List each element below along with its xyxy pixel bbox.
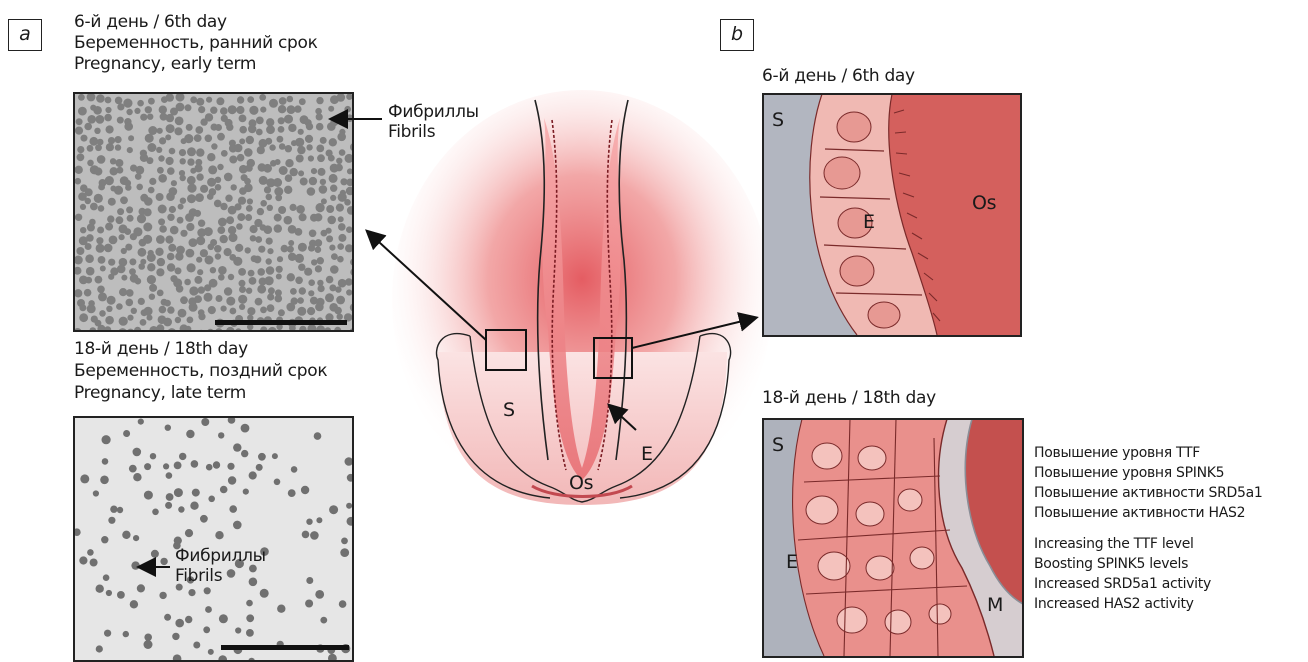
changes-en-list: Increasing the TTF level Boosting SPINK5… (1034, 534, 1211, 614)
center-label-s: S (503, 400, 515, 420)
b-early-label-s: S (772, 110, 784, 130)
change-ru-item: Повышение активности SRD5a1 (1034, 483, 1263, 503)
b-early-label-os: Os (972, 193, 996, 213)
center-label-e: E (641, 444, 653, 464)
early-epithelium-illustration (762, 93, 1022, 337)
change-en-item: Boosting SPINK5 levels (1034, 554, 1211, 574)
change-en-item: Increasing the TTF level (1034, 534, 1211, 554)
change-en-item: Increased SRD5a1 activity (1034, 574, 1211, 594)
b-early-label-e: E (863, 212, 875, 232)
fibril-dot (248, 658, 254, 662)
b-late-label-s: S (772, 435, 784, 455)
fibril-dot (218, 655, 227, 662)
b-early-day-label: 6-й день / 6th day (762, 66, 915, 86)
changes-ru-list: Повышение уровня TTF Повышение уровня SP… (1034, 443, 1263, 523)
late-epithelium-illustration (762, 418, 1024, 658)
b-late-day-label: 18-й день / 18th day (762, 388, 936, 408)
change-ru-item: Повышение активности HAS2 (1034, 503, 1263, 523)
change-ru-item: Повышение уровня SPINK5 (1034, 463, 1263, 483)
b-late-label-e: E (786, 552, 798, 572)
center-label-os: Os (569, 473, 593, 493)
panel-b-tag: b (720, 19, 754, 51)
b-late-label-m: M (987, 595, 1003, 615)
change-ru-item: Повышение уровня TTF (1034, 443, 1263, 463)
change-en-item: Increased HAS2 activity (1034, 594, 1211, 614)
